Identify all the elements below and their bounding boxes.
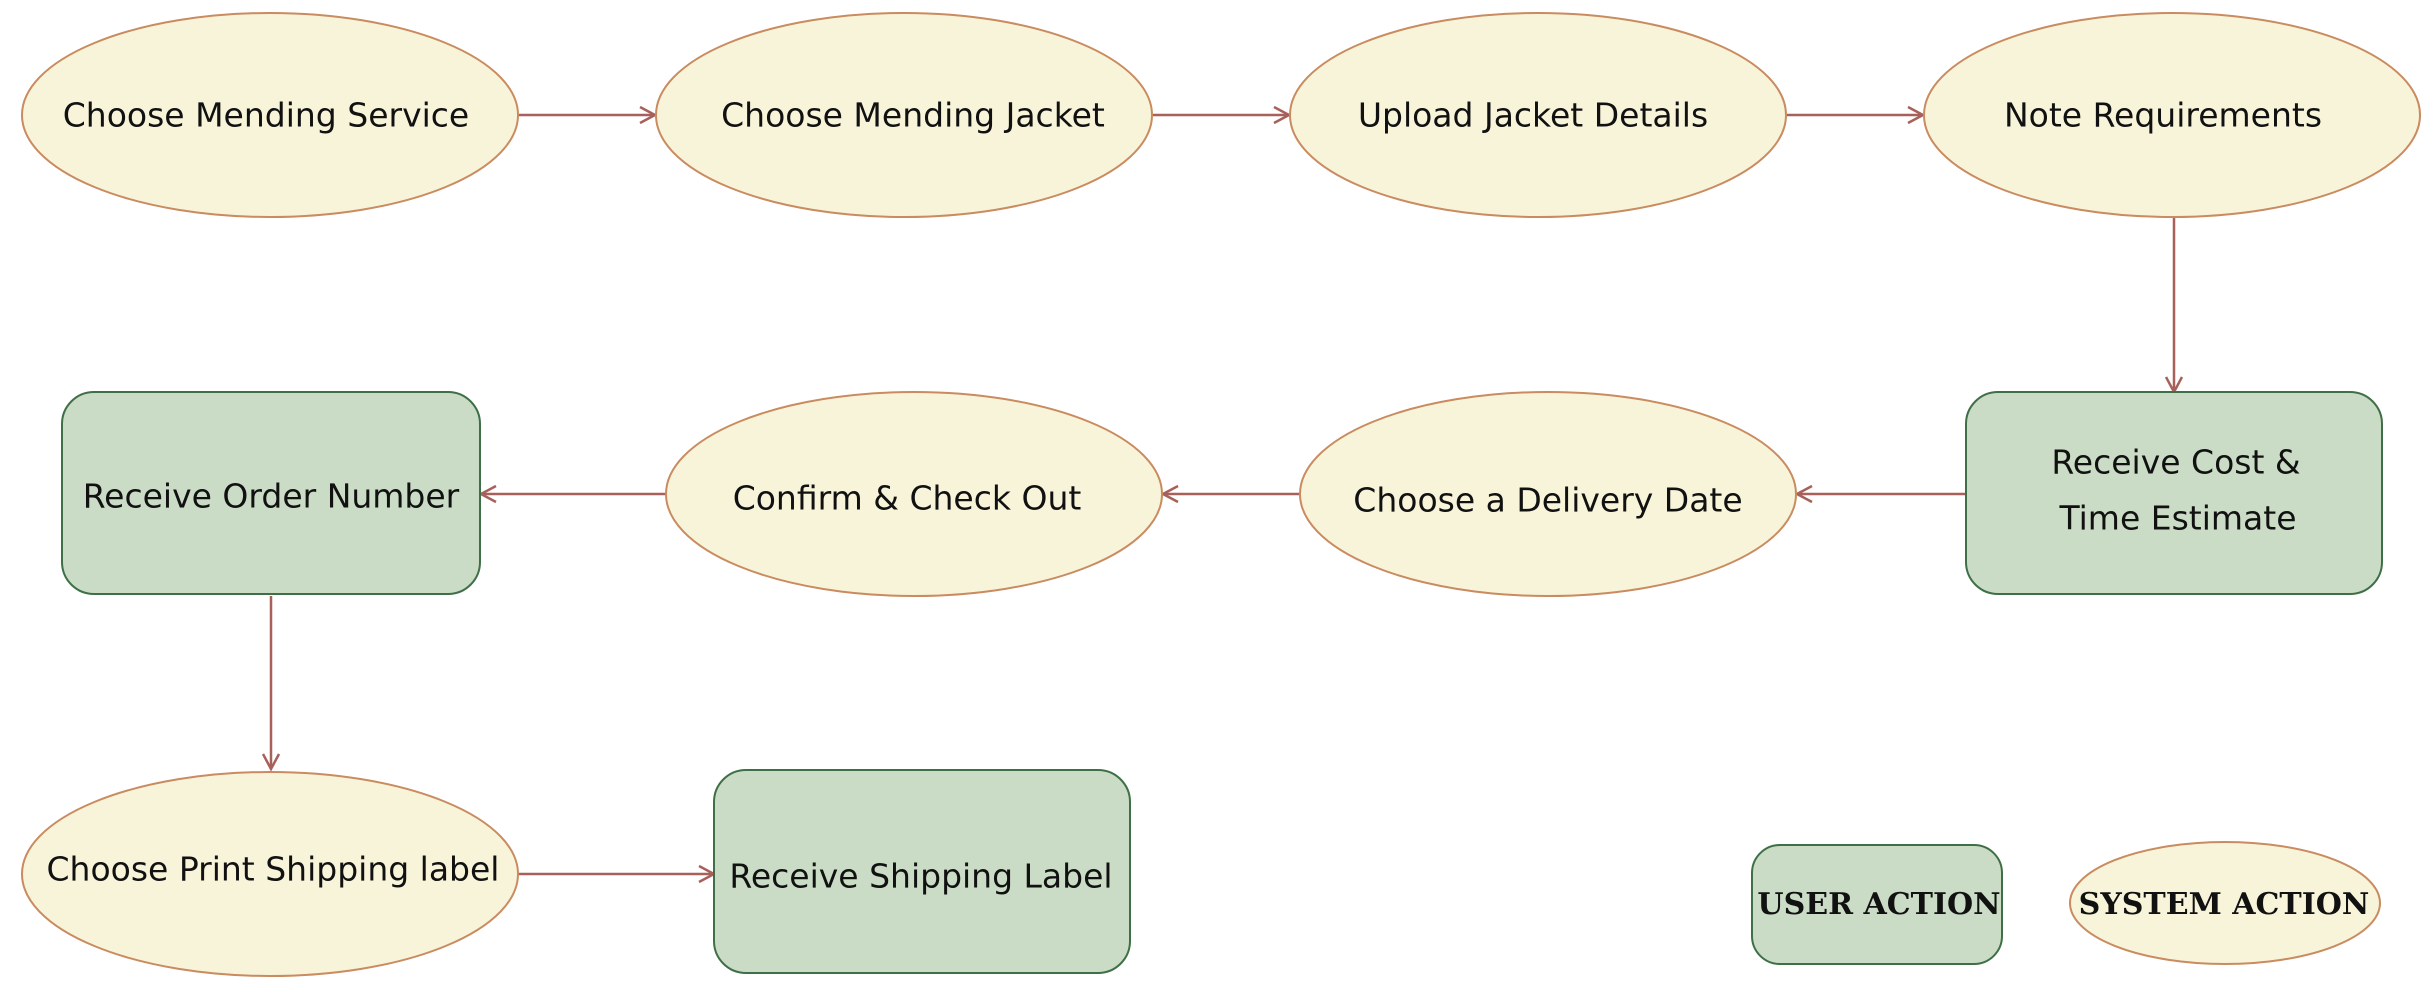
user-action-box xyxy=(1965,391,2383,595)
system-action-ellipse xyxy=(21,12,519,218)
system-action-ellipse xyxy=(655,12,1153,218)
legend-system-action: SYSTEM ACTION xyxy=(2069,841,2381,965)
node-label: Confirm & Check Out xyxy=(733,479,1082,518)
legend: USER ACTION SYSTEM ACTION xyxy=(1751,841,2381,965)
node-label: Choose Print Shipping label xyxy=(47,850,500,889)
node-receive-shipping-label: Receive Shipping Label xyxy=(713,769,1131,974)
connectors xyxy=(261,105,2184,884)
node-label-line-2: Time Estimate xyxy=(2058,499,2296,538)
system-action-ellipse xyxy=(21,771,519,977)
legend-user-action-box xyxy=(1751,844,2003,965)
user-action-box xyxy=(61,391,481,595)
node-confirm-check-out: Confirm & Check Out xyxy=(665,391,1163,597)
node-receive-order-number: Receive Order Number xyxy=(61,391,481,595)
legend-system-action-ellipse xyxy=(2069,841,2381,965)
node-label: Choose Mending Service xyxy=(63,96,469,135)
legend-system-action-label: SYSTEM ACTION xyxy=(2079,887,2370,922)
system-action-ellipse xyxy=(1289,12,1787,218)
node-label: Receive Order Number xyxy=(83,477,460,516)
node-choose-delivery-date: Choose a Delivery Date xyxy=(1299,391,1797,597)
node-choose-mending-service: Choose Mending Service xyxy=(21,12,519,218)
node-label: Choose Mending Jacket xyxy=(721,96,1105,135)
node-choose-print-shipping-label: Choose Print Shipping label xyxy=(21,771,519,977)
node-upload-jacket-details: Upload Jacket Details xyxy=(1289,12,1787,218)
node-label: Receive Shipping Label xyxy=(729,857,1112,896)
user-action-box xyxy=(713,769,1131,974)
system-action-ellipse xyxy=(1923,12,2421,218)
node-label: Upload Jacket Details xyxy=(1358,96,1708,135)
legend-user-action-label: USER ACTION xyxy=(1757,887,2000,922)
node-label-line-1: Receive Cost & xyxy=(2051,443,2300,482)
legend-user-action: USER ACTION xyxy=(1751,844,2003,965)
node-receive-cost-time-estimate: Receive Cost & Time Estimate xyxy=(1965,391,2383,595)
system-action-ellipse xyxy=(665,391,1163,597)
node-note-requirements: Note Requirements xyxy=(1923,12,2421,218)
system-action-ellipse xyxy=(1299,391,1797,597)
node-label: Choose a Delivery Date xyxy=(1353,481,1742,520)
node-label: Note Requirements xyxy=(2004,96,2322,135)
node-choose-mending-jacket: Choose Mending Jacket xyxy=(655,12,1153,218)
